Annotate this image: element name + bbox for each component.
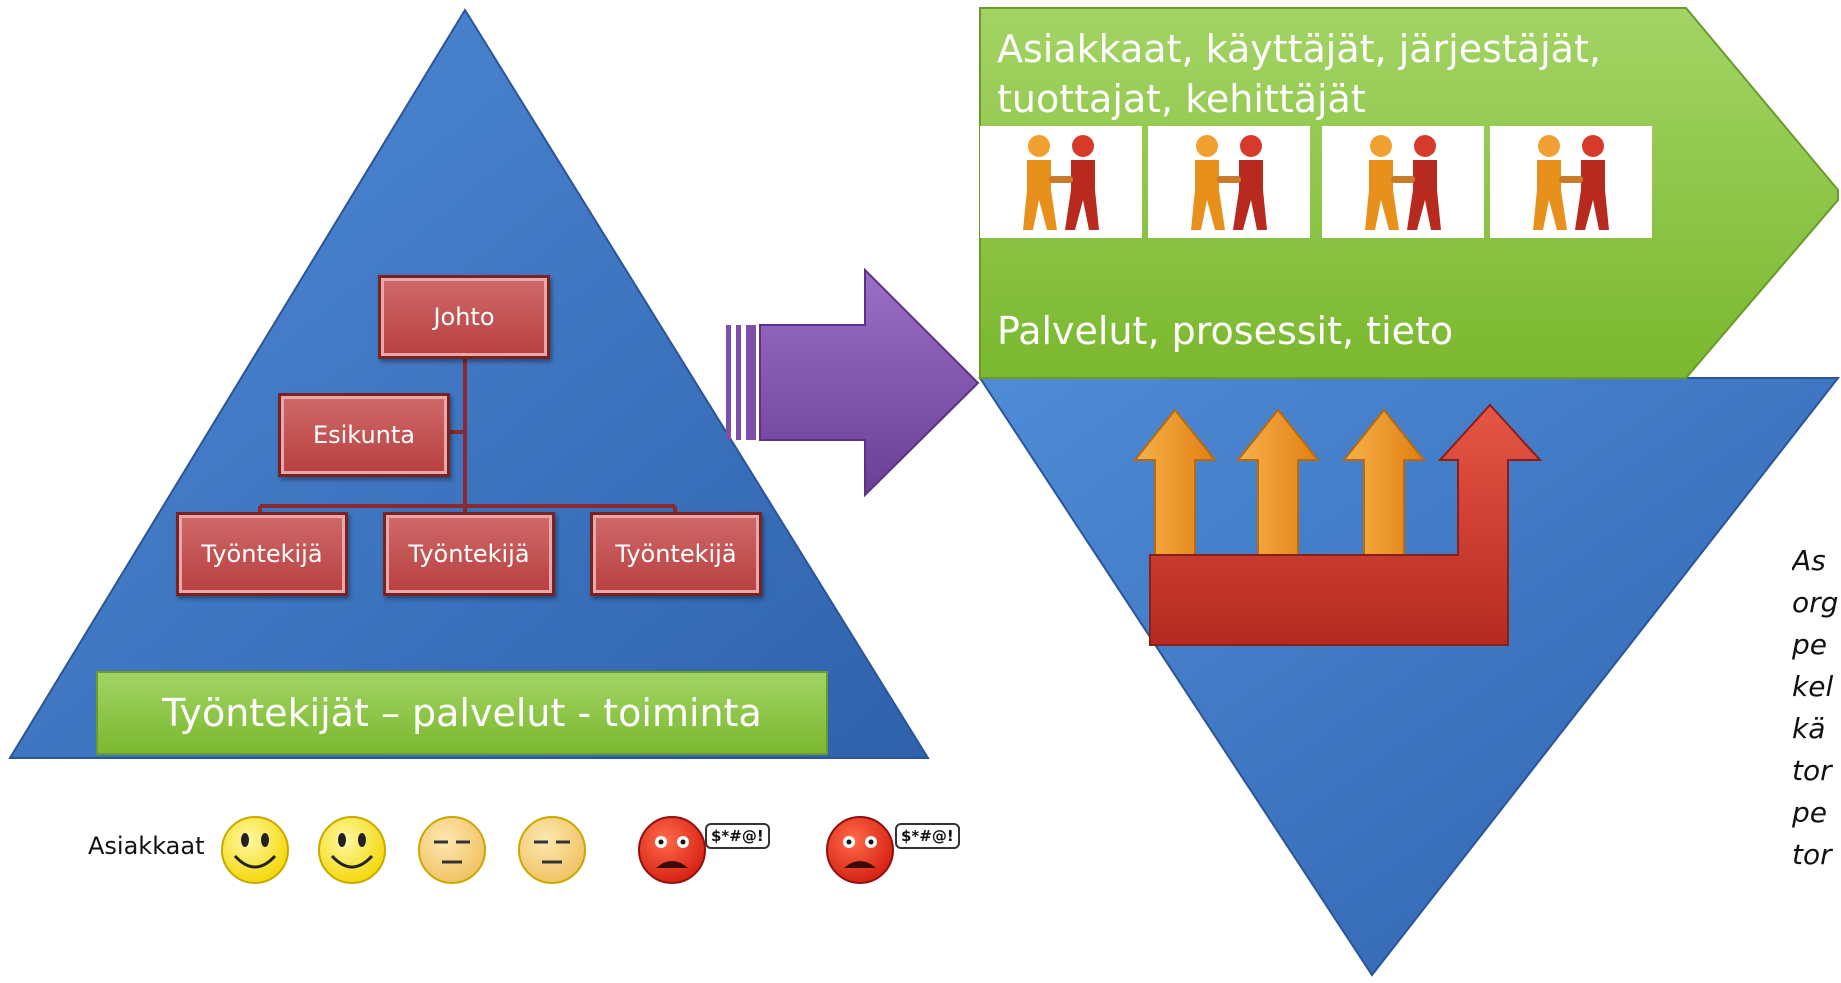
angry-face-icon: [638, 816, 706, 884]
side-note-line: pe: [1792, 796, 1827, 829]
org-box-label: Työntekijä: [201, 540, 323, 568]
org-box-label: Työntekijä: [615, 540, 737, 568]
happy-face-icon: [221, 816, 289, 884]
neutral-face-icon: [418, 816, 486, 884]
transition-arrow: [726, 267, 980, 498]
org-box-staff: Esikunta: [278, 393, 450, 477]
side-note-line: kä: [1792, 712, 1826, 745]
side-note-line: As: [1792, 544, 1826, 577]
side-note-line: org: [1792, 586, 1839, 619]
side-note-line: kel: [1792, 670, 1834, 703]
org-box-label: Esikunta: [312, 421, 416, 449]
pyramid-banner-text: Työntekijät – palvelut - toiminta: [162, 691, 762, 735]
org-box-worker-2: Työntekijä: [383, 512, 555, 596]
up-arrows: [1132, 403, 1543, 646]
handshake-icon: [1191, 135, 1267, 230]
side-note-line: pe: [1792, 628, 1827, 661]
stakeholders-line-2: tuottajat, kehittäjät: [997, 77, 1366, 121]
org-box-management: Johto: [378, 275, 550, 359]
handshake-figures: [1023, 135, 1609, 230]
red-u-arrow: [1149, 403, 1543, 646]
speech-bubble: $*#@!: [895, 823, 960, 849]
speech-bubble: $*#@!: [705, 823, 770, 849]
org-box-worker-3: Työntekijä: [590, 512, 762, 596]
pyramid-banner-bg: [96, 671, 828, 755]
handshake-icon: [1533, 135, 1609, 230]
side-note-line: tor: [1792, 754, 1832, 787]
neutral-face-icon: [518, 816, 586, 884]
side-note-line: tor: [1792, 838, 1832, 871]
inverted-triangle: [978, 377, 1841, 977]
happy-face-icon: [318, 816, 386, 884]
org-box-label: Työntekijä: [408, 540, 530, 568]
angry-face-icon: [826, 816, 894, 884]
customer-faces: [221, 816, 894, 884]
stakeholders-line-1: Asiakkaat, käyttäjät, järjestäjät,: [997, 27, 1601, 71]
side-note: As org pe kel kä tor pe tor: [1792, 540, 1841, 876]
services-subheader: Palvelut, prosessit, tieto: [997, 309, 1454, 353]
customers-label: Asiakkaat: [88, 832, 205, 860]
org-box-label: Johto: [433, 303, 495, 331]
handshake-icon: [1365, 135, 1441, 230]
handshake-icon: [1023, 135, 1099, 230]
org-box-worker-1: Työntekijä: [176, 512, 348, 596]
